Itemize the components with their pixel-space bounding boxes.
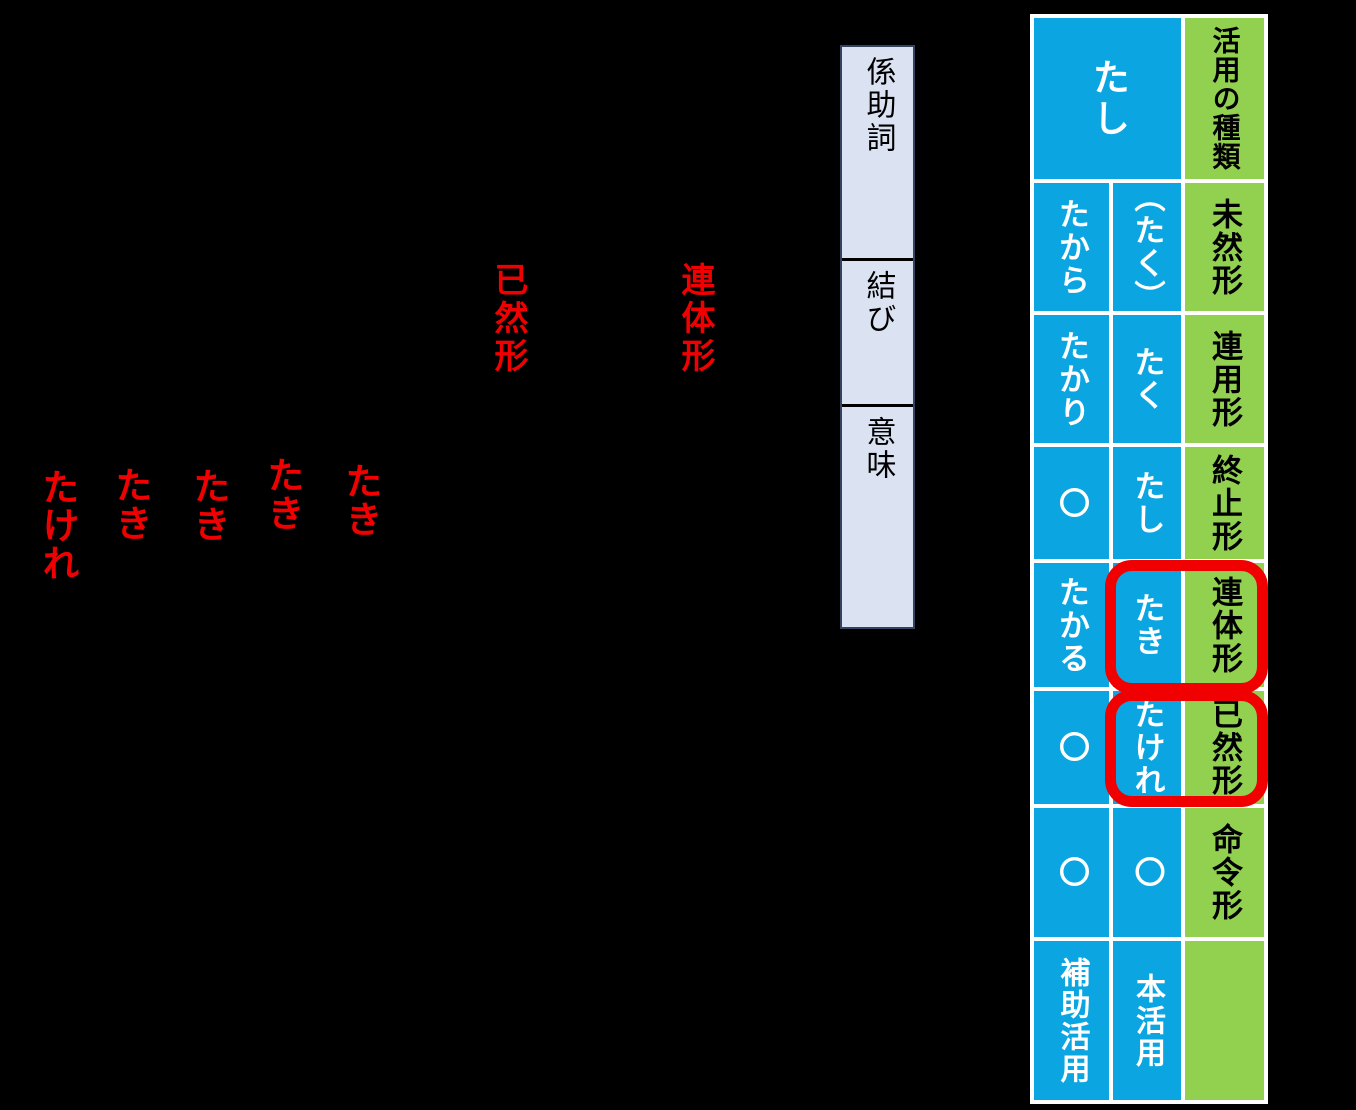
cell-hon-katsuyo-label: 本活用	[1113, 941, 1181, 1100]
cell-text: たから	[1054, 197, 1089, 297]
headword-text: たし	[1087, 57, 1129, 140]
cell-hojo-katsuyo-label: 補助活用	[1034, 941, 1109, 1100]
cell-text: 未然形	[1207, 197, 1242, 297]
cell-rentaikei-hon: たき	[1113, 563, 1181, 687]
cell-bottom-empty	[1185, 941, 1264, 1100]
kakari-section-label: 係助詞	[861, 56, 895, 155]
cell-rentaikei-form: 連体形	[1185, 563, 1264, 687]
red-answer-column: たき	[110, 466, 151, 542]
cell-meireikei-form: 命令形	[1185, 808, 1264, 937]
type-header-cell: 活用の種類	[1185, 18, 1264, 179]
kakari-section-musubi: 結び	[842, 258, 913, 404]
red-answer-column: たき	[188, 467, 229, 543]
cell-text: 〇	[1054, 856, 1089, 889]
conjugation-table: たし 活用の種類 たから （たく） 未然形 たかり たく 連用形 〇 たし	[1030, 14, 1268, 1104]
red-answer-column: たき	[340, 462, 381, 538]
cell-text: たけれ	[1129, 698, 1165, 797]
cell-text: 已然形	[1207, 698, 1242, 797]
cell-meireikei-hojo: 〇	[1034, 808, 1109, 937]
cell-text: 連体形	[1207, 575, 1242, 675]
cell-text: 〇	[1129, 856, 1165, 889]
cell-text: （たく）	[1129, 183, 1165, 311]
cell-mizenkei-form: 未然形	[1185, 183, 1264, 311]
cell-text: たかる	[1054, 575, 1089, 675]
cell-text: 〇	[1054, 486, 1089, 520]
highlight-rentaikei-rect	[1105, 560, 1268, 694]
cell-shushikei-hojo: 〇	[1034, 447, 1109, 559]
cell-text: 命令形	[1207, 823, 1242, 922]
rentaikei-red-label: 連体形	[676, 262, 714, 376]
cell-text: 終止形	[1207, 453, 1242, 553]
cell-text: 補助活用	[1055, 956, 1089, 1085]
red-answer-column: たき	[262, 456, 303, 532]
cell-mizenkei-hojo: たから	[1034, 183, 1109, 311]
cell-renyokei-form: 連用形	[1185, 315, 1264, 443]
cell-meireikei-hon: 〇	[1113, 808, 1181, 937]
type-header-text: 活用の種類	[1209, 26, 1241, 171]
cell-rentaikei-hojo: たかる	[1034, 563, 1109, 687]
cell-text: たかり	[1054, 329, 1089, 429]
cell-shushikei-hon: たし	[1113, 447, 1181, 559]
red-answer-column: たけれ	[37, 468, 78, 582]
cell-text: たき	[1129, 592, 1165, 658]
cell-text: 本活用	[1131, 972, 1164, 1069]
cell-mizenkei-hon: （たく）	[1113, 183, 1181, 311]
cell-text: たく	[1129, 346, 1165, 412]
highlight-izenkei-rect	[1105, 690, 1268, 807]
kakari-section-label: 結び	[861, 270, 895, 336]
kakari-section-imi: 意味	[842, 404, 913, 627]
headword-cell: たし	[1034, 18, 1181, 179]
cell-renyokei-hon: たく	[1113, 315, 1181, 443]
cell-shushikei-form: 終止形	[1185, 447, 1264, 559]
kakari-joshi-box: 係助詞 結び 意味	[840, 45, 915, 629]
cell-text: 〇	[1054, 731, 1089, 764]
cell-renyokei-hojo: たかり	[1034, 315, 1109, 443]
kakari-section-kakarijoshi: 係助詞	[842, 47, 913, 258]
cell-text: たし	[1129, 470, 1165, 536]
cell-izenkei-hojo: 〇	[1034, 691, 1109, 804]
cell-text: 連用形	[1207, 329, 1242, 429]
kakari-section-label: 意味	[861, 416, 895, 482]
izenkei-red-label: 已然形	[489, 262, 527, 376]
